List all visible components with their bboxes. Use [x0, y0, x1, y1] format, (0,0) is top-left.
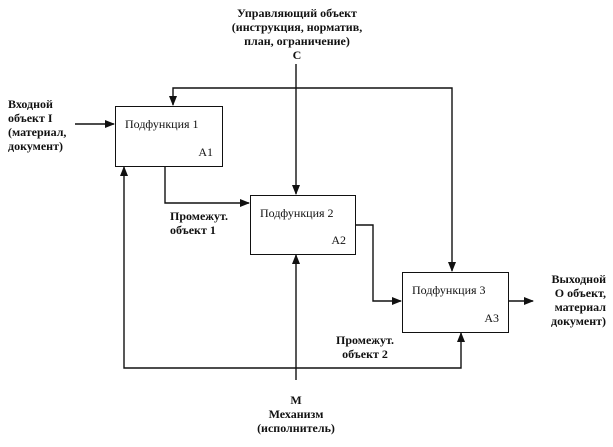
- output-label: Выходной O объект, материал документ): [551, 272, 606, 328]
- a1-to-a2-arrow: [164, 167, 250, 207]
- intermediate-object-1-label: Промежут. объект 1: [170, 209, 228, 237]
- mechanism-label: M Механизм (исполнитель): [246, 393, 346, 435]
- control-to-a3-arrow: [296, 87, 456, 272]
- function-title: Подфункция 2: [260, 206, 334, 220]
- function-box-a2[interactable]: Подфункция 2 A2: [250, 195, 356, 255]
- function-code: A1: [198, 145, 213, 159]
- function-code: A3: [484, 311, 499, 325]
- control-to-a1-arrow: [169, 87, 296, 106]
- intermediate-object-2-label: Промежут. объект 2: [336, 333, 394, 361]
- a2-to-a3-arrow: [356, 224, 402, 305]
- mechanism-to-a3-arrow: [296, 332, 465, 369]
- mechanism-letter: M: [290, 393, 302, 407]
- function-box-a1[interactable]: Подфункция 1 A1: [115, 106, 223, 167]
- function-title: Подфункция 1: [125, 117, 199, 131]
- function-code: A2: [331, 233, 346, 247]
- function-title: Подфункция 3: [412, 283, 486, 297]
- control-letter: C: [292, 48, 302, 62]
- mechanism-to-a1-arrow: [120, 166, 296, 369]
- function-box-a3[interactable]: Подфункция 3 A3: [402, 272, 509, 333]
- input-label: Входной объект I (материал, документ): [8, 97, 67, 153]
- control-label: Управляющий объект (инструкция, норматив…: [222, 6, 372, 62]
